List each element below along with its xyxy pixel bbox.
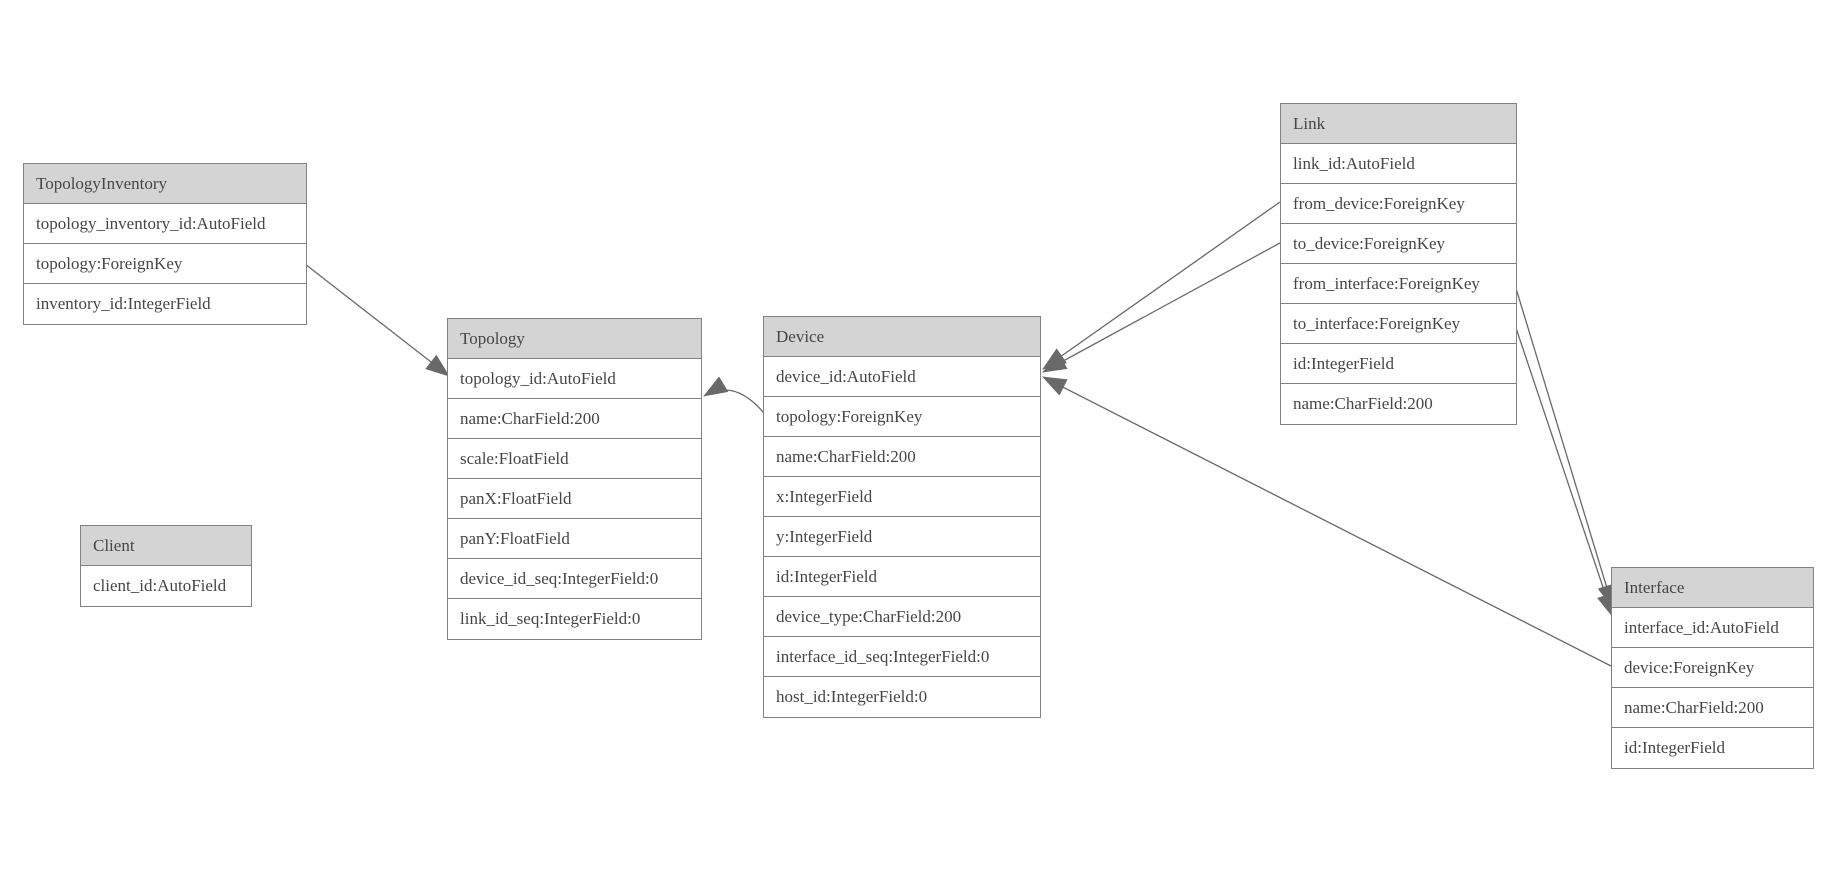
entity-field-device_id: device_id:AutoField	[764, 357, 1040, 397]
entity-field-interface_id_seq: interface_id_seq:IntegerField:0	[764, 637, 1040, 677]
entity-field-id: id:IntegerField	[1612, 728, 1813, 768]
entity-field-panX: panX:FloatField	[448, 479, 701, 519]
entity-field-device_id_seq: device_id_seq:IntegerField:0	[448, 559, 701, 599]
entity-field-from_device: from_device:ForeignKey	[1281, 184, 1516, 224]
relation-link-from_interface-to-interface	[1514, 284, 1615, 609]
entity-field-name: name:CharField:200	[1281, 384, 1516, 424]
entity-field-from_interface: from_interface:ForeignKey	[1281, 264, 1516, 304]
entity-title-device: Device	[764, 317, 1040, 357]
entity-title-interface: Interface	[1612, 568, 1813, 608]
entity-field-name: name:CharField:200	[764, 437, 1040, 477]
entity-field-id: id:IntegerField	[1281, 344, 1516, 384]
entity-field-to_interface: to_interface:ForeignKey	[1281, 304, 1516, 344]
entity-field-device: device:ForeignKey	[1612, 648, 1813, 688]
entity-field-device_type: device_type:CharField:200	[764, 597, 1040, 637]
relation-link-from_device-to-device	[1042, 201, 1281, 370]
entity-title-topology: Topology	[448, 319, 701, 359]
entity-title-link: Link	[1281, 104, 1516, 144]
entity-field-id: id:IntegerField	[764, 557, 1040, 597]
entity-field-name: name:CharField:200	[1612, 688, 1813, 728]
entity-title-client: Client	[81, 526, 251, 566]
entity-field-inventory_id: inventory_id:IntegerField	[24, 284, 306, 324]
entity-title-topologyinventory: TopologyInventory	[24, 164, 306, 204]
entity-field-client_id: client_id:AutoField	[81, 566, 251, 606]
relation-topologyinventory-topology-to-topology	[304, 263, 450, 377]
entity-field-link_id_seq: link_id_seq:IntegerField:0	[448, 599, 701, 639]
entity-field-scale: scale:FloatField	[448, 439, 701, 479]
entity-field-link_id: link_id:AutoField	[1281, 144, 1516, 184]
entity-field-to_device: to_device:ForeignKey	[1281, 224, 1516, 264]
entity-field-topology_inventory_id: topology_inventory_id:AutoField	[24, 204, 306, 244]
entity-field-topology_id: topology_id:AutoField	[448, 359, 701, 399]
entity-field-panY: panY:FloatField	[448, 519, 701, 559]
entity-field-name: name:CharField:200	[448, 399, 701, 439]
relation-device-topology-to-topology	[703, 376, 765, 414]
relation-link-to_interface-to-interface	[1514, 324, 1615, 618]
entity-field-host_id: host_id:IntegerField:0	[764, 677, 1040, 717]
entity-field-topology: topology:ForeignKey	[24, 244, 306, 284]
entity-field-interface_id: interface_id:AutoField	[1612, 608, 1813, 648]
relation-interface-device-to-device	[1042, 376, 1612, 667]
entity-field-topology: topology:ForeignKey	[764, 397, 1040, 437]
entity-field-y: y:IntegerField	[764, 517, 1040, 557]
relation-link-to_device-to-device	[1042, 242, 1281, 373]
entity-field-x: x:IntegerField	[764, 477, 1040, 517]
